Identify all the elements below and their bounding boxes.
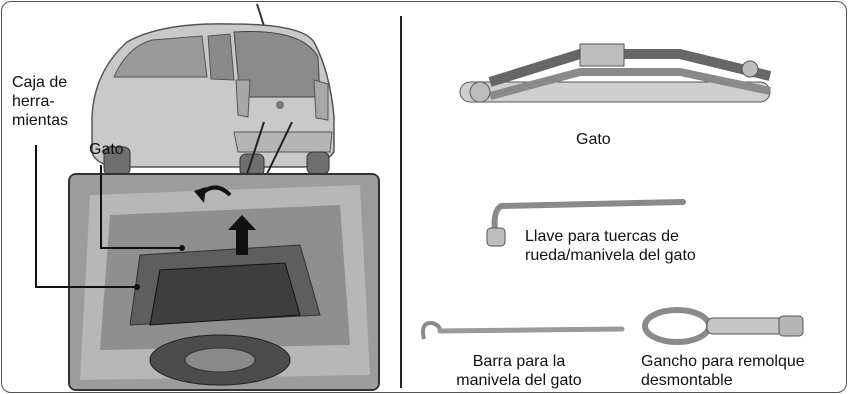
panel-divider <box>400 16 402 388</box>
jack-label: Gato <box>89 141 124 158</box>
jack-illustration <box>459 43 772 103</box>
trunk-illustration <box>70 175 378 389</box>
tool-box-label: Caja de herra- mientas <box>12 74 69 129</box>
jack-caption: Gato <box>576 131 611 148</box>
leader-lines <box>35 145 185 290</box>
car-rear-illustration <box>91 3 335 177</box>
trunk-inset <box>68 173 380 391</box>
towing-hook-caption: Gancho para remolque desmontable <box>641 353 805 389</box>
jack-handle-bar-caption: Barra para la manivela del gato <box>456 353 582 389</box>
wheel-wrench-caption: Llave para tuercas de rueda/manivela del… <box>525 228 696 264</box>
jack-handle-bar-illustration <box>421 320 625 340</box>
towing-hook-illustration <box>642 307 804 345</box>
wheel-wrench-illustration <box>486 199 686 247</box>
